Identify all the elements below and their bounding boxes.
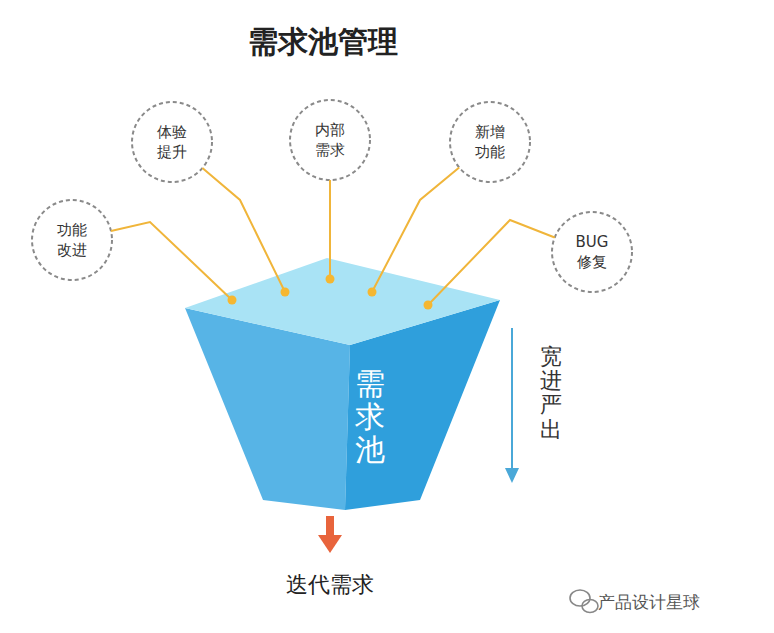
- watermark: 产品设计星球: [598, 591, 700, 614]
- requirement-circle: 体验 提升: [130, 100, 214, 184]
- circle-label: 新增 功能: [468, 122, 512, 162]
- funnel-right-face: [345, 300, 500, 510]
- output-arrow-shaft: [326, 516, 334, 536]
- wechat-icon: [570, 590, 598, 613]
- connector-dot: [326, 275, 335, 284]
- connector-dot: [281, 288, 290, 297]
- leader-connector: [428, 220, 555, 305]
- connector-dot: [424, 301, 433, 310]
- circle-label: 体验 提升: [150, 122, 194, 162]
- circle-outline: [552, 212, 632, 292]
- dashed-circle: [288, 98, 372, 182]
- output-label: 迭代需求: [286, 570, 374, 600]
- funnel-left-face: [185, 308, 350, 510]
- circle-outline: [290, 100, 370, 180]
- dashed-circle: [30, 198, 114, 282]
- circle-label: 功能 改进: [50, 220, 94, 260]
- output-arrowhead: [318, 535, 342, 553]
- leader-connector: [329, 180, 331, 279]
- dashed-circle: [448, 100, 532, 184]
- diagram-title: 需求池管理: [248, 22, 398, 63]
- flow-arrowhead: [505, 468, 519, 483]
- circle-outline: [132, 102, 212, 182]
- leader-connector: [111, 222, 232, 300]
- funnel-shape: [185, 255, 505, 515]
- circle-label: 内部 需求: [308, 120, 352, 160]
- flow-arrow-line: [511, 328, 513, 470]
- flow-direction-label: 宽进严出: [540, 345, 562, 442]
- connector-dot: [368, 288, 377, 297]
- funnel-label: 需求池: [355, 367, 385, 466]
- requirement-circle: 内部 需求: [288, 98, 372, 182]
- circle-outline: [32, 200, 112, 280]
- requirement-circle: 新增 功能: [448, 100, 532, 184]
- connector-dot: [228, 296, 237, 305]
- requirement-circle: 功能 改进: [30, 198, 114, 282]
- leader-connector: [202, 168, 285, 292]
- circle-outline: [450, 102, 530, 182]
- dashed-circle: [130, 100, 214, 184]
- dashed-circle: [550, 210, 634, 294]
- requirement-pool-funnel: 需求池: [185, 255, 505, 515]
- funnel-top-face: [185, 258, 500, 345]
- circle-label: BUG 修复: [570, 232, 614, 272]
- requirement-circle: BUG 修复: [550, 210, 634, 294]
- leader-connector: [372, 168, 459, 293]
